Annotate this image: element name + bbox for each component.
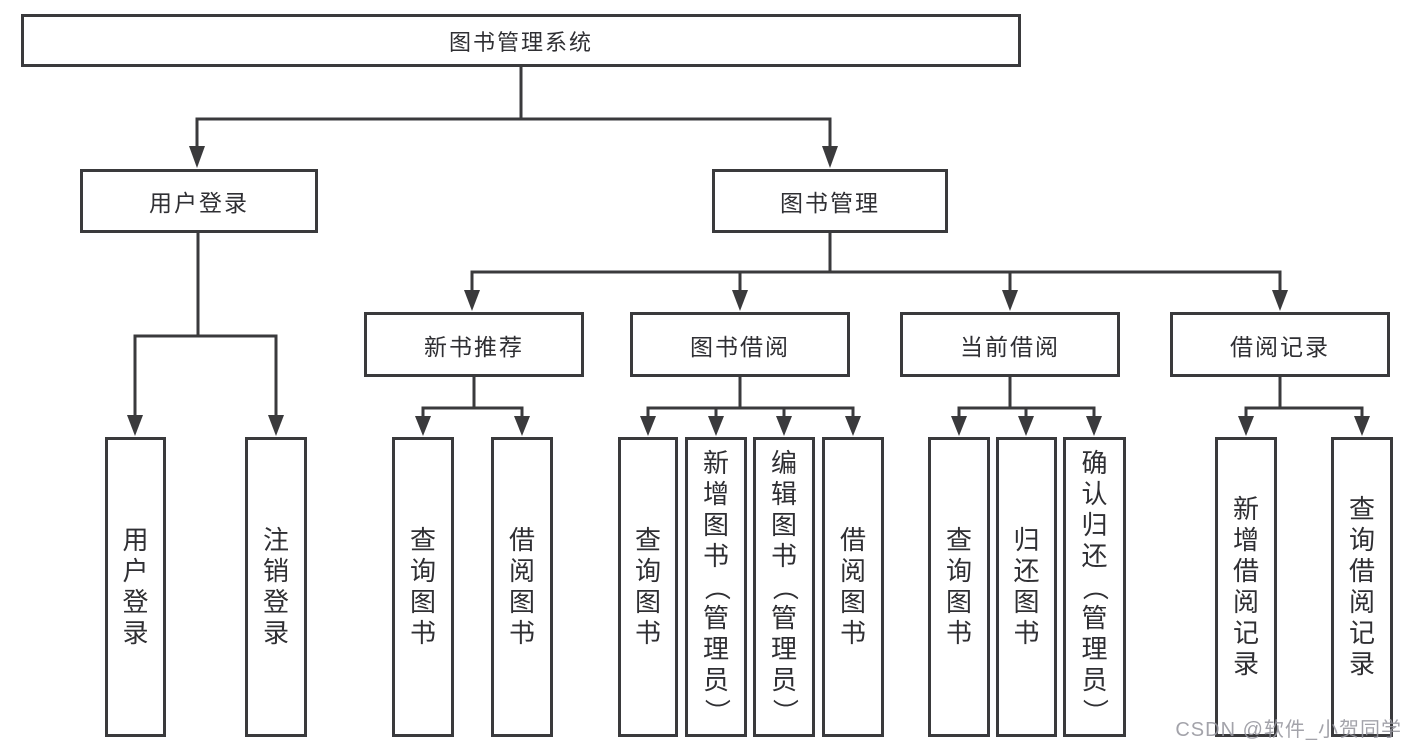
- leaf-query-books-recommend: 查询图书: [392, 437, 454, 737]
- leaf-add-borrow-record-label: 新增借阅记录: [1232, 494, 1259, 679]
- node-user-login: 用户登录: [80, 169, 318, 233]
- edge-book-mgmt-branch: [470, 270, 1282, 291]
- node-current-borrow: 当前借阅: [900, 312, 1120, 377]
- leaf-borrow-books-label: 借阅图书: [839, 525, 866, 648]
- csdn-watermark: CSDN @软件_小贺同学: [1175, 719, 1402, 741]
- node-book-borrow: 图书借阅: [630, 312, 850, 377]
- leaf-add-book-admin: 新增图书（管理员）: [685, 437, 747, 737]
- node-borrow-records-label: 借阅记录: [1230, 333, 1330, 360]
- node-library-system: 图书管理系统: [21, 14, 1021, 67]
- leaf-confirm-return-admin-label: 确认归还（管理员）: [1080, 447, 1110, 725]
- leaf-user-login: 用户登录: [105, 437, 166, 737]
- leaf-edit-book-admin: 编辑图书（管理员）: [753, 437, 815, 737]
- node-book-management-label: 图书管理: [780, 190, 880, 216]
- edge-root-branch: [195, 117, 832, 147]
- leaf-add-book-admin-label: 新增图书（管理员）: [701, 447, 732, 725]
- leaf-query-borrow-record-label: 查询借阅记录: [1348, 494, 1375, 679]
- node-user-login-label: 用户登录: [149, 190, 249, 216]
- leaf-query-books-current: 查询图书: [928, 437, 990, 737]
- leaf-edit-book-admin-label: 编辑图书（管理员）: [769, 447, 800, 725]
- node-current-borrow-label: 当前借阅: [960, 333, 1060, 360]
- node-library-system-label: 图书管理系统: [448, 29, 593, 55]
- leaf-user-login-label: 用户登录: [122, 525, 149, 648]
- node-new-book-recommend-label: 新书推荐: [424, 333, 524, 360]
- leaf-return-books: 归还图书: [996, 437, 1057, 737]
- leaf-borrow-books-recommend-label: 借阅图书: [508, 525, 535, 648]
- node-new-book-recommend: 新书推荐: [364, 312, 584, 377]
- leaf-query-books-recommend-label: 查询图书: [409, 525, 436, 648]
- leaf-query-books-current-label: 查询图书: [945, 525, 972, 648]
- node-borrow-records: 借阅记录: [1170, 312, 1390, 377]
- edge-user-login-branch: [133, 334, 278, 416]
- leaf-logout-login-label: 注销登录: [262, 525, 289, 648]
- leaf-add-borrow-record: 新增借阅记录: [1215, 437, 1277, 737]
- arrowheads: [127, 146, 1370, 436]
- leaf-confirm-return-admin: 确认归还（管理员）: [1063, 437, 1126, 737]
- leaf-borrow-books: 借阅图书: [822, 437, 884, 737]
- leaf-return-books-label: 归还图书: [1013, 525, 1040, 648]
- leaf-query-borrow-record: 查询借阅记录: [1331, 437, 1393, 737]
- leaf-logout-login: 注销登录: [245, 437, 307, 737]
- node-book-management: 图书管理: [712, 169, 948, 233]
- leaf-query-books-borrow-label: 查询图书: [634, 525, 661, 648]
- leaf-borrow-books-recommend: 借阅图书: [491, 437, 553, 737]
- node-book-borrow-label: 图书借阅: [690, 333, 790, 360]
- leaf-query-books-borrow: 查询图书: [618, 437, 678, 737]
